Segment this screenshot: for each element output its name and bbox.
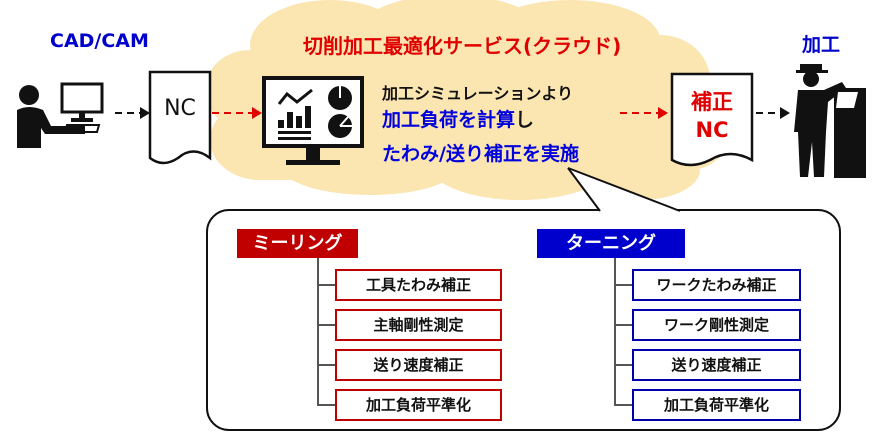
analytics-monitor-icon bbox=[262, 76, 364, 165]
turning-item: ワーク剛性測定 bbox=[632, 309, 801, 341]
correction-text: たわみ/送り補正を実施 bbox=[382, 143, 579, 165]
cad-cam-label: CAD/CAM bbox=[50, 30, 149, 52]
milling-item: 主軸剛性測定 bbox=[335, 309, 502, 341]
machine-operator-icon bbox=[794, 64, 866, 178]
corrected-nc-line2: NC bbox=[695, 118, 729, 142]
turning-item: ワークたわみ補正 bbox=[632, 269, 801, 301]
cad-user-icon bbox=[17, 82, 104, 148]
milling-tree-line bbox=[317, 258, 319, 405]
turning-tree-line bbox=[614, 258, 616, 405]
turning-item: 加工負荷平準化 bbox=[632, 389, 801, 421]
nc-document-icon bbox=[148, 70, 212, 165]
turning-header: ターニング bbox=[537, 229, 685, 258]
cloud-service-title: 切削加工最適化サービス(クラウド) bbox=[303, 34, 622, 58]
arrow-head bbox=[140, 107, 150, 119]
milling-item: 送り速度補正 bbox=[335, 349, 502, 381]
corrected-nc-document-icon bbox=[670, 72, 754, 167]
machining-label: 加工 bbox=[802, 34, 841, 56]
load-calc-tail: し bbox=[515, 109, 535, 131]
load-calc-text: 加工負荷を計算し bbox=[382, 105, 534, 132]
simulation-text: 加工シミュレーションより bbox=[382, 84, 574, 103]
nc-document-label: NC bbox=[164, 96, 196, 121]
load-calc-main: 加工負荷を計算 bbox=[382, 109, 516, 131]
turning-item: 送り速度補正 bbox=[632, 349, 801, 381]
milling-header: ミーリング bbox=[237, 229, 358, 258]
milling-item: 工具たわみ補正 bbox=[335, 269, 502, 301]
milling-item: 加工負荷平準化 bbox=[335, 389, 502, 421]
corrected-nc-line1: 補正 bbox=[691, 90, 733, 114]
corrected-nc-label: 補正 NC bbox=[670, 88, 754, 144]
